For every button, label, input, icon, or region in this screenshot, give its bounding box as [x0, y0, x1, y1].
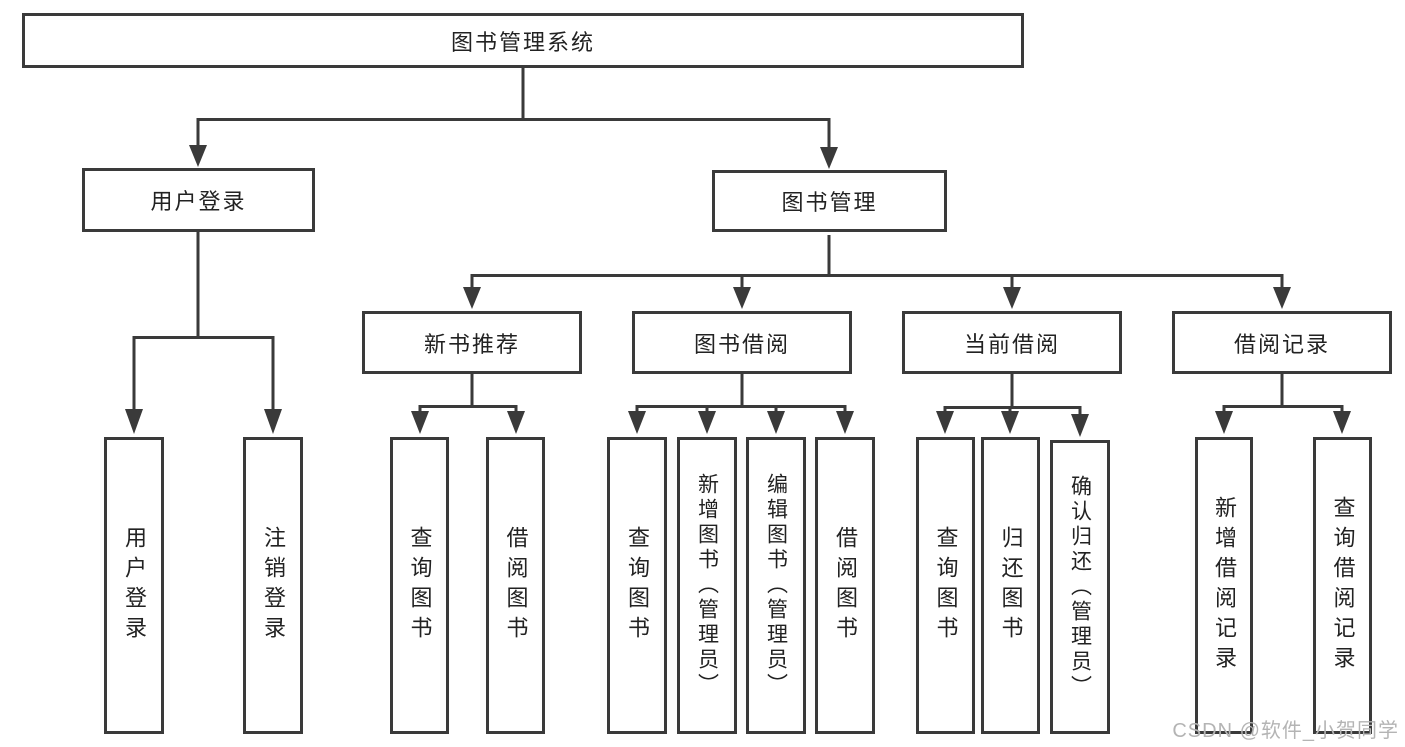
- leaf-borrow-books-recommend: 借阅图书: [486, 437, 545, 734]
- leaf-user-login: 用户登录: [104, 437, 164, 734]
- node-borrowing-records: 借阅记录: [1172, 311, 1392, 374]
- node-book-management-branch: 图书管理: [712, 170, 947, 232]
- leaf-query-books-borrowing: 查询图书: [607, 437, 667, 734]
- leaf-logout: 注销登录: [243, 437, 303, 734]
- node-book-borrowing: 图书借阅: [632, 311, 852, 374]
- node-library-management-system: 图书管理系统: [22, 13, 1024, 68]
- leaf-add-books-admin: 新增图书（管理员）: [677, 437, 737, 734]
- leaf-query-books-recommend: 查询图书: [390, 437, 449, 734]
- leaf-confirm-return-admin: 确认归还（管理员）: [1050, 440, 1110, 734]
- leaf-return-books: 归还图书: [981, 437, 1040, 734]
- leaf-add-borrow-record: 新增借阅记录: [1195, 437, 1253, 734]
- node-current-borrowing: 当前借阅: [902, 311, 1122, 374]
- leaf-query-borrow-record: 查询借阅记录: [1313, 437, 1372, 734]
- leaf-query-books-current: 查询图书: [916, 437, 975, 734]
- node-new-book-recommend: 新书推荐: [362, 311, 582, 374]
- node-user-login-branch: 用户登录: [82, 168, 315, 232]
- csdn-watermark: CSDN @软件_小贺同学: [1172, 720, 1399, 742]
- leaf-edit-books-admin: 编辑图书（管理员）: [746, 437, 806, 734]
- leaf-borrow-books-borrowing: 借阅图书: [815, 437, 875, 734]
